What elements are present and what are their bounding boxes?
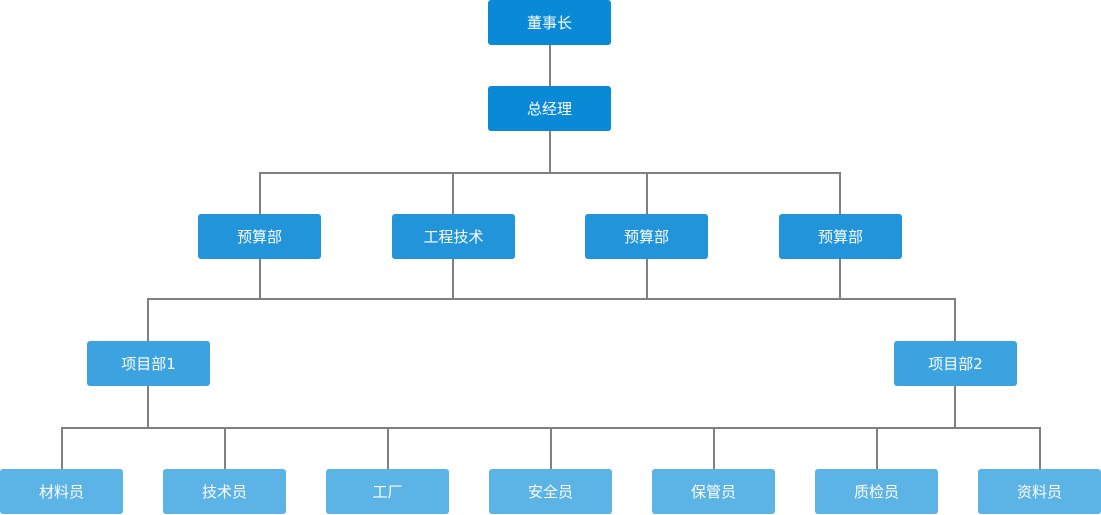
node-staff-6: 质检员 [815,469,938,514]
node-staff-3: 工厂 [326,469,449,514]
node-staff-2: 技术员 [163,469,286,514]
node-staff-1: 材料员 [0,469,123,514]
node-project-1: 项目部1 [87,341,210,386]
node-department-1: 预算部 [198,214,321,259]
node-staff-5: 保管员 [652,469,775,514]
node-staff-7: 资料员 [978,469,1101,514]
node-general-manager: 总经理 [488,86,611,131]
node-department-3: 预算部 [585,214,708,259]
node-chairman: 董事长 [488,0,611,45]
node-project-2: 项目部2 [894,341,1017,386]
node-department-2: 工程技术 [392,214,515,259]
node-department-4: 预算部 [779,214,902,259]
node-staff-4: 安全员 [489,469,612,514]
